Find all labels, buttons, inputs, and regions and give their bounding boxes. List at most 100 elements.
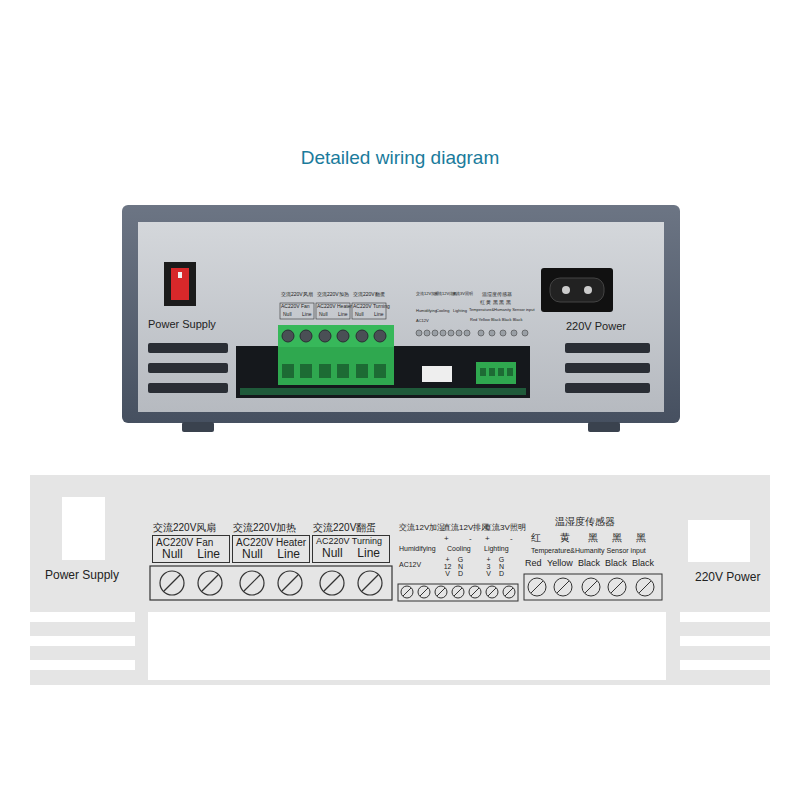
- terminal-strip-part: [244, 575, 260, 591]
- wire-label: Null: [322, 547, 343, 560]
- device-photo-part: [148, 343, 228, 353]
- device-photo-part: [588, 422, 620, 432]
- terminal-label: 黑: [612, 532, 622, 543]
- wiring-panel-part: [148, 612, 666, 680]
- device-photo-part: [171, 268, 189, 300]
- terminal-label: Line: [374, 312, 383, 318]
- device-photo-part: [164, 262, 196, 306]
- terminal-label: +: [444, 535, 449, 544]
- terminal-label: AC220V Heater: [317, 304, 352, 310]
- device-photo-part-part: [282, 364, 294, 378]
- terminal-strip-part: [362, 575, 378, 591]
- device-photo-part-part: [337, 330, 349, 342]
- terminal-label: Humidifying: [416, 309, 437, 313]
- terminal-label: 黄: [560, 532, 570, 543]
- device-photo-part: [565, 363, 650, 373]
- terminal-label: 直流3V照明: [452, 292, 473, 296]
- device-photo-part: [282, 330, 386, 342]
- device-photo-part: [550, 278, 604, 302]
- terminal-label: Temperature&Humanity Sensor input: [531, 547, 646, 555]
- device-photo-part: [278, 325, 394, 347]
- terminal-strip-part: [585, 581, 597, 593]
- device-photo-part: [178, 272, 182, 278]
- device-photo-part: [148, 383, 228, 393]
- terminal-strip-part: [164, 575, 180, 591]
- terminal-strip-part: [469, 586, 481, 598]
- device-photo-part: [240, 388, 526, 395]
- device-photo-part: [182, 422, 214, 432]
- terminal-strip-part: [202, 575, 218, 591]
- wiring-panel-part: [62, 497, 105, 560]
- device-photo-part: [416, 330, 528, 336]
- terminal-label: + 12 V: [443, 556, 452, 577]
- device-photo-part-part: [507, 368, 513, 376]
- terminal-strip-part: [282, 575, 298, 591]
- terminal-label: Black: [605, 559, 627, 569]
- terminal-label-box: 交流220V加热AC220V HeaterNullLine: [232, 535, 310, 563]
- terminal-label: Null: [355, 312, 364, 318]
- terminal-label: +: [485, 535, 490, 544]
- terminal-strip-part: [528, 578, 546, 596]
- device-photo-part: [282, 364, 386, 378]
- terminal-strip-part: [435, 586, 447, 598]
- device-photo-part-part: [480, 368, 486, 376]
- wiring-panel-part: [680, 612, 770, 622]
- terminal-label: -: [469, 535, 472, 544]
- device-photo-part-part: [440, 330, 446, 336]
- terminal-label: Line: [302, 312, 311, 318]
- terminal-label-box: 交流220V风扇AC220V FanNullLine: [152, 535, 230, 563]
- terminal-label: AC220V Fan: [281, 304, 310, 310]
- device-photo-part-part: [337, 364, 349, 378]
- wiring-panel-part: [30, 660, 135, 670]
- terminal-strip-part: [636, 578, 654, 596]
- terminal-label-box: 交流220V翻蛋AC220V TurningNullLine: [312, 535, 390, 563]
- terminal-strip-part: [198, 571, 222, 595]
- wire-label: Line: [357, 547, 380, 560]
- terminal-strip-part: [488, 588, 496, 596]
- terminal-strip-part: [398, 584, 518, 601]
- terminal-strip-part: [639, 581, 651, 593]
- terminal-label: G N D: [497, 556, 506, 577]
- terminal-label: 交流12V加湿: [399, 524, 445, 533]
- terminal-label: 黑: [588, 532, 598, 543]
- terminal-strip-part: [418, 586, 430, 598]
- terminal-strip-part: [278, 571, 302, 595]
- device-photo-part-part: [432, 330, 438, 336]
- terminal-name: AC220V Turning: [316, 537, 386, 547]
- terminal-strip-part: [531, 581, 543, 593]
- terminal-label: 红: [531, 532, 541, 543]
- wire-label: Line: [197, 548, 220, 561]
- device-photo-part-part: [300, 364, 312, 378]
- terminal-strip-part: [240, 571, 264, 595]
- terminal-strip-part: [471, 588, 479, 596]
- terminal-strip-part: [524, 574, 662, 600]
- terminal-strip-part: [503, 586, 515, 598]
- terminal-label: Lighting: [484, 545, 509, 553]
- terminal-strip-part: [401, 586, 413, 598]
- device-photo-part: [122, 205, 680, 423]
- terminal-label: AC12V: [416, 319, 429, 323]
- device-photo-part-part: [498, 368, 504, 376]
- terminal-label: Red Yellow Black Black Black: [470, 318, 522, 322]
- terminal-label: Humidifying: [399, 545, 436, 553]
- terminal-strip-part: [582, 578, 600, 596]
- device-photo-part-part: [416, 330, 422, 336]
- terminal-label: 温湿度传感器: [482, 292, 512, 298]
- terminal-strip-part: [160, 571, 184, 595]
- device-photo-part: [480, 368, 513, 376]
- terminal-strip-part: [420, 588, 428, 596]
- device-photo-part: [584, 286, 592, 294]
- device-photo-part-part: [424, 330, 430, 336]
- terminal-heading: 交流220V翻蛋: [313, 521, 376, 535]
- terminal-label: AC220V Turning: [353, 304, 390, 310]
- wiring-panel-part: [30, 612, 135, 622]
- terminal-label: Black: [578, 559, 600, 569]
- terminal-strip-part: [505, 588, 513, 596]
- panel-label: Power Supply: [45, 569, 119, 582]
- panel-label: Power Supply: [148, 318, 216, 330]
- terminal-label: Null: [283, 312, 292, 318]
- terminal-strip-part: [324, 575, 340, 591]
- device-photo-part-part: [300, 330, 312, 342]
